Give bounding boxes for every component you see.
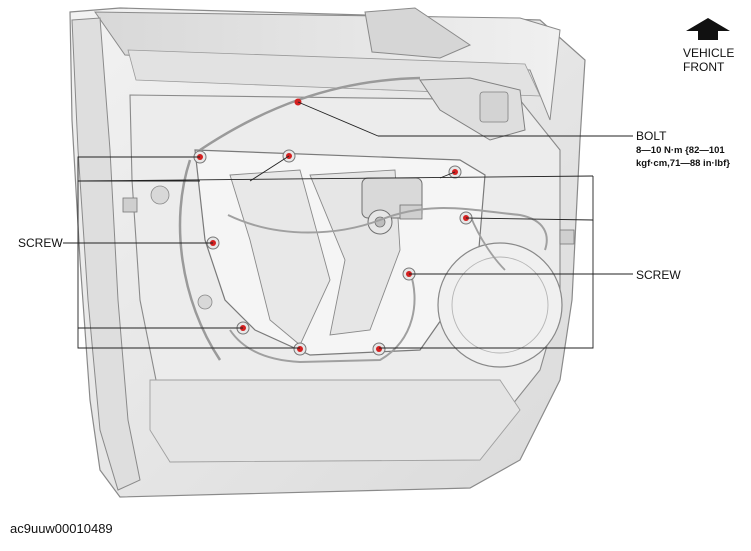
latch-bracket bbox=[479, 91, 509, 123]
bolt-leader-box bbox=[77, 156, 200, 182]
screw-left-label: SCREW bbox=[18, 236, 63, 250]
screw-right-box bbox=[379, 220, 594, 349]
bolt-leader-c bbox=[439, 171, 456, 179]
figure-id-caption: ac9uuw00010489 bbox=[10, 521, 113, 536]
mirror-mount bbox=[364, 7, 472, 59]
side-clip bbox=[122, 197, 138, 213]
access-hole-1 bbox=[197, 294, 213, 310]
regulator-cable-left bbox=[178, 159, 222, 361]
bolt-leader-top bbox=[77, 175, 594, 182]
bolt-leader-b bbox=[249, 155, 290, 182]
screw-left-box bbox=[77, 181, 300, 349]
rear-clip bbox=[559, 229, 575, 245]
bolt-torque-line2: kgf·cm,71—88 in·lbf} bbox=[636, 158, 730, 169]
leader-lines bbox=[63, 101, 633, 349]
wire-harness-lower bbox=[229, 271, 416, 364]
screw-fastener-center bbox=[297, 346, 303, 352]
bolt-label: BOLT bbox=[636, 129, 667, 143]
vehicle-front-label-line2: FRONT bbox=[683, 60, 725, 74]
wire-harness bbox=[227, 207, 548, 251]
speaker-inner-ring bbox=[451, 256, 549, 354]
up-arrow-icon bbox=[686, 18, 730, 40]
bolt-torque-line1: 8—10 N·m {82—101 bbox=[636, 145, 725, 156]
lower-door-recess bbox=[149, 379, 521, 463]
door-front-edge bbox=[71, 17, 141, 491]
screw-right-label: SCREW bbox=[636, 268, 681, 282]
bolt-leader-upper bbox=[297, 101, 379, 137]
access-hole-2 bbox=[150, 185, 170, 205]
vehicle-front-label-line1: VEHICLE bbox=[683, 46, 735, 60]
speaker-cable bbox=[469, 214, 506, 271]
screw-fastener-center bbox=[376, 346, 382, 352]
